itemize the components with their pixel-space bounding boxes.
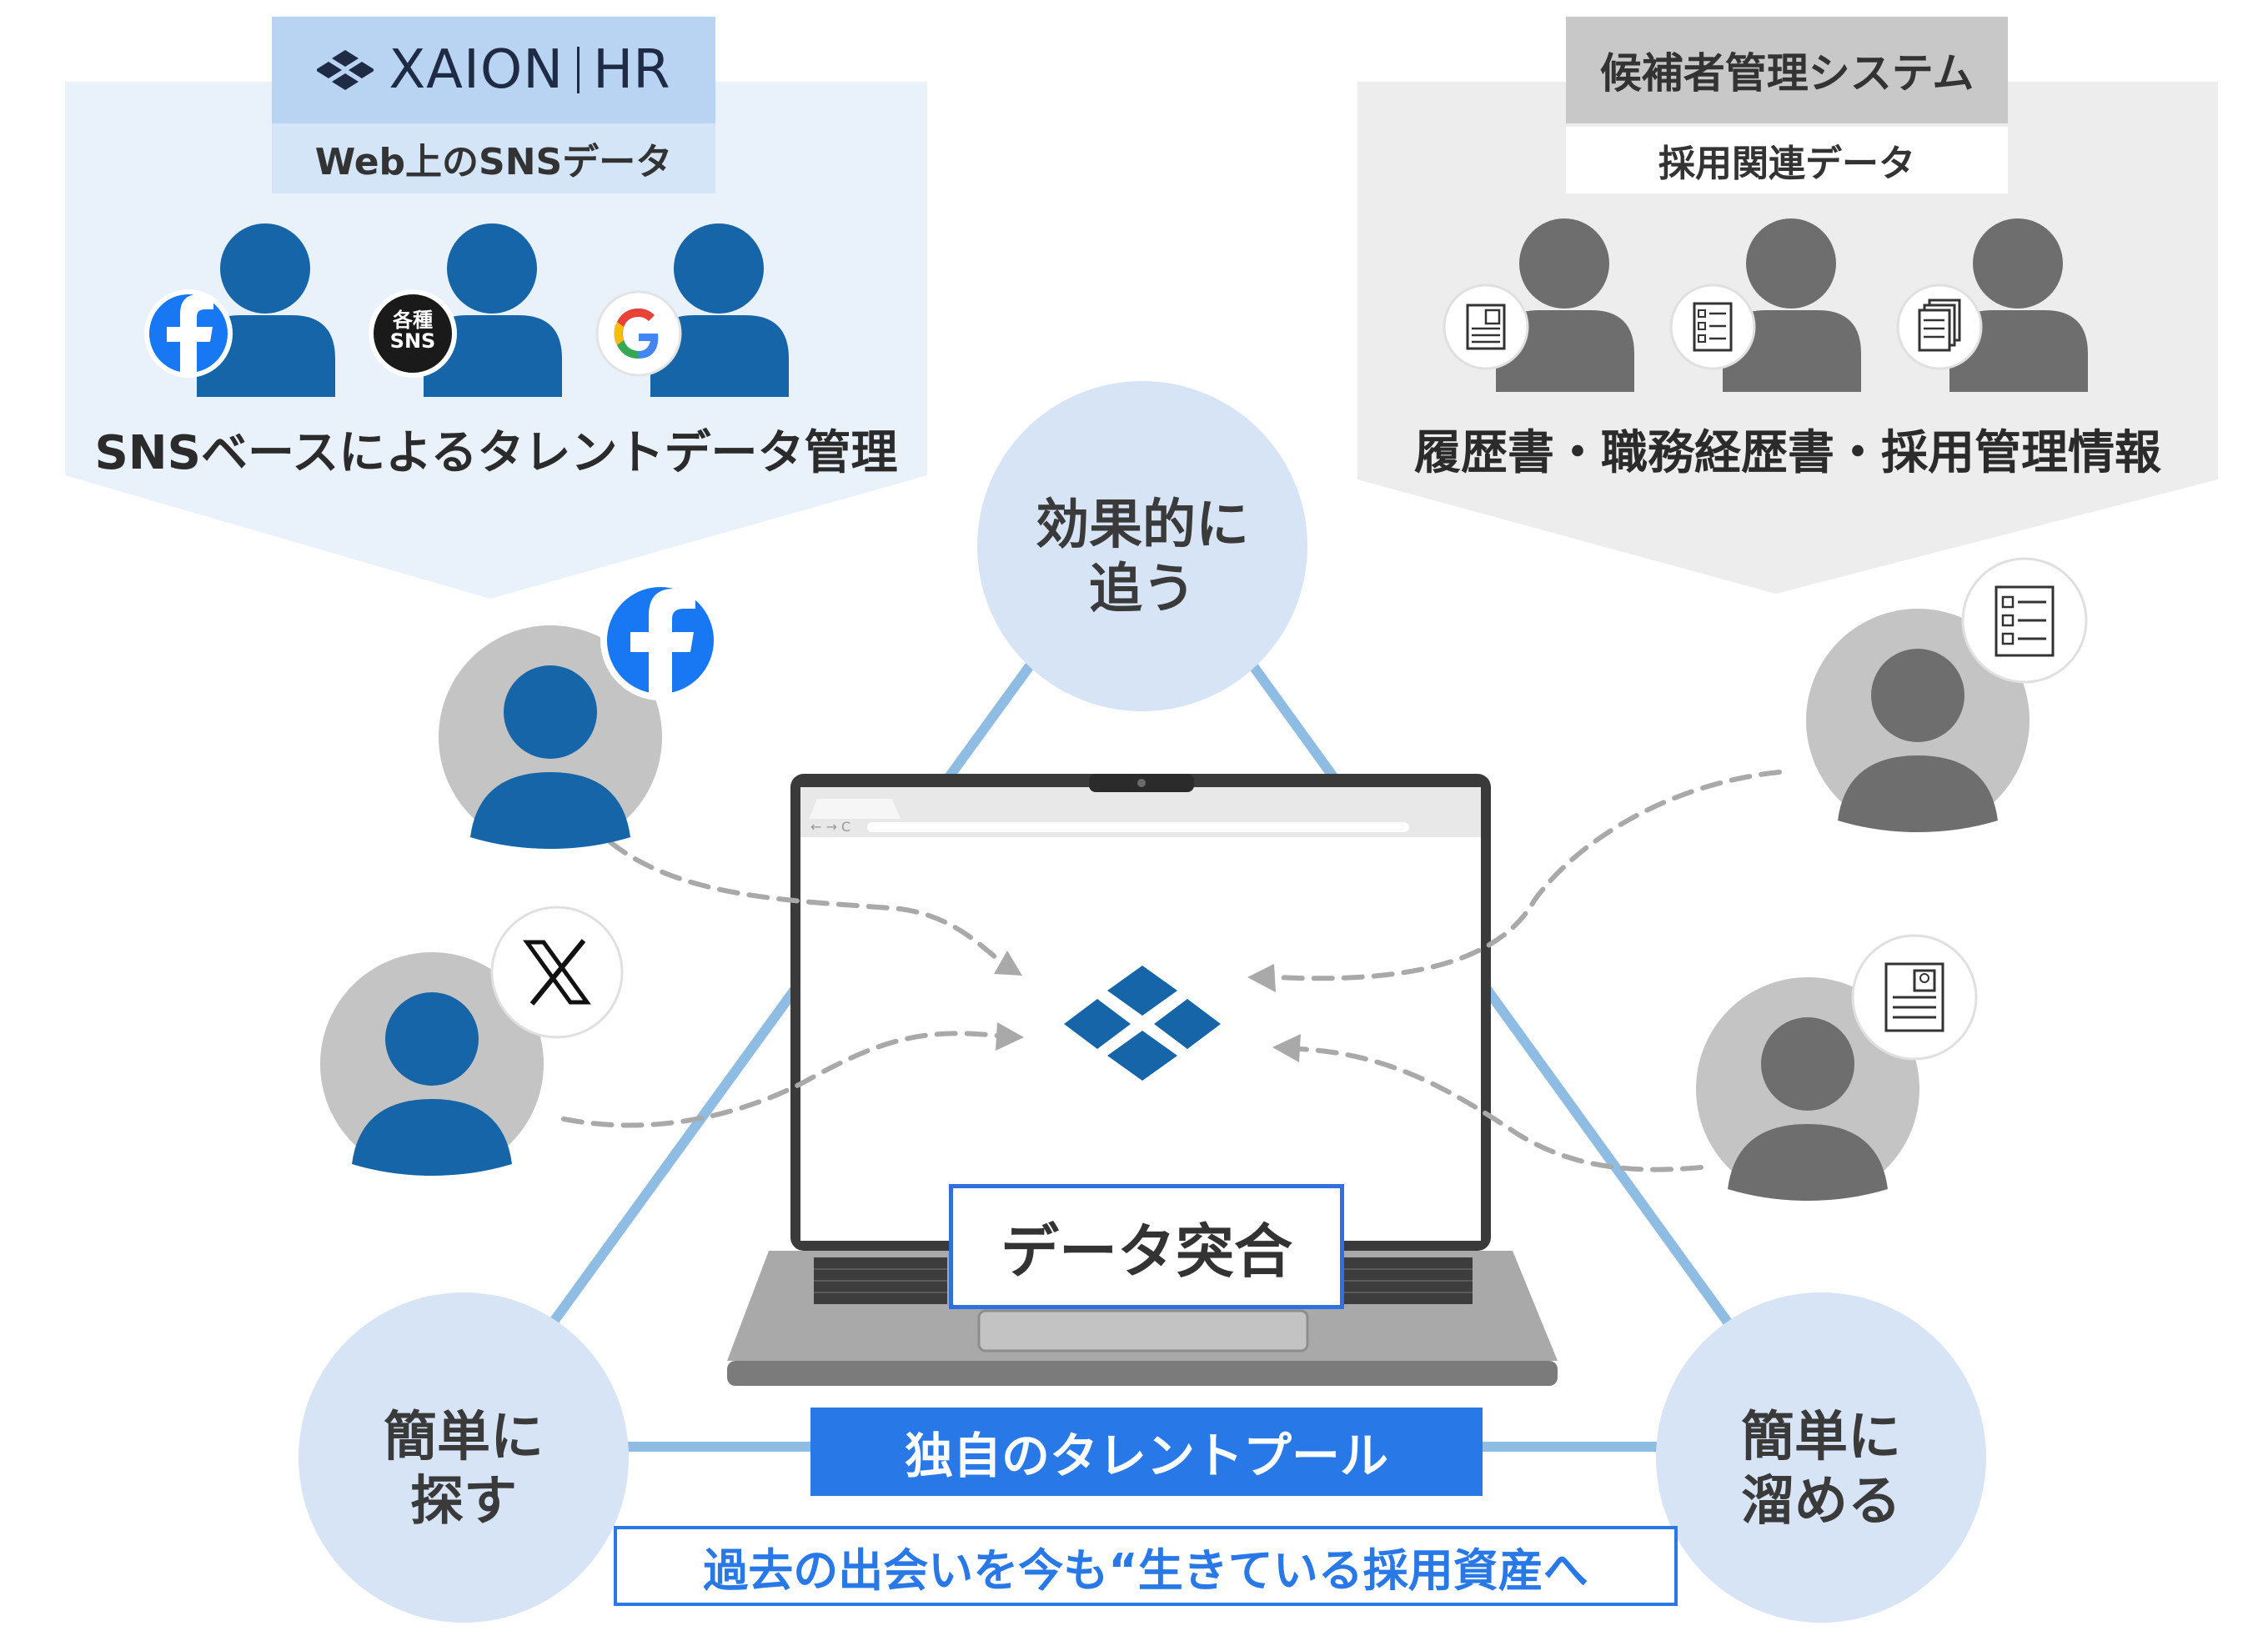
right-panel-tail bbox=[1357, 479, 2218, 594]
circle-top bbox=[977, 381, 1307, 711]
divider bbox=[577, 47, 580, 93]
circle-top-label: 効果的に 追う bbox=[977, 494, 1307, 622]
right-panel-caption: 履歴書・職務経歴書・採用管理情報 bbox=[1414, 426, 2161, 480]
various-sns-label-line2: SNS bbox=[389, 329, 436, 354]
avatar bbox=[439, 625, 662, 849]
checklist-icon bbox=[1961, 557, 2088, 684]
circle-right-label: 簡単に 溜める bbox=[1656, 1406, 1986, 1534]
dashed-arrows bbox=[561, 770, 1782, 1172]
right-panel-people bbox=[1496, 218, 2088, 392]
circle-left-line2: 探す bbox=[410, 1470, 517, 1533]
circle-right-line1: 簡単に bbox=[1741, 1407, 1901, 1468]
documents-icon bbox=[1896, 284, 1983, 370]
left-panel-subtitle: Web上のSNSデータ bbox=[272, 123, 715, 193]
circle-right bbox=[1656, 1292, 1986, 1623]
circle-left bbox=[299, 1292, 629, 1623]
arrow-heads bbox=[994, 951, 1301, 1062]
slogan: 過去の出会いを今も“生きている採用資産へ bbox=[614, 1526, 1678, 1606]
circle-left-label: 簡単に 探す bbox=[299, 1406, 629, 1534]
person-icon bbox=[424, 223, 562, 397]
checklist-icon bbox=[1669, 284, 1756, 370]
facebook-icon bbox=[600, 580, 720, 700]
circle-right-line2: 溜める bbox=[1741, 1470, 1901, 1533]
circle-top-line1: 効果的に bbox=[1036, 494, 1249, 556]
avatar bbox=[320, 952, 544, 1176]
person-icon bbox=[1949, 218, 2088, 392]
right-panel-subtitle: 採用関連データ bbox=[1566, 127, 2008, 193]
avatar bbox=[1806, 609, 2030, 832]
right-panel-title: 候補者管理システム bbox=[1566, 17, 2008, 123]
various-sns-icon bbox=[369, 289, 457, 378]
various-sns-label: 各種 SNS bbox=[382, 309, 444, 354]
xaion-hr-header: XAION HR bbox=[272, 17, 715, 123]
facebook-icon bbox=[144, 289, 233, 378]
xaion-logo-icon bbox=[1064, 966, 1221, 1081]
talent-pool-label: 独自のタレントプール bbox=[810, 1408, 1483, 1496]
circle-left-line1: 簡単に bbox=[384, 1407, 544, 1468]
google-icon bbox=[595, 290, 682, 377]
data-merge-label: データ突合 bbox=[949, 1184, 1344, 1309]
brand-suffix: HR bbox=[593, 39, 670, 101]
left-panel-caption: SNSベースによるタレントデータ管理 bbox=[94, 426, 898, 480]
x-icon bbox=[490, 906, 624, 1039]
person-icon bbox=[650, 223, 789, 397]
resume-icon bbox=[1851, 934, 1978, 1061]
brand-name: XAION bbox=[389, 39, 564, 101]
resume-icon bbox=[1443, 284, 1529, 370]
xaion-logo-icon bbox=[317, 50, 374, 90]
svg-text:← → C: ← → C bbox=[810, 819, 850, 835]
circle-top-line2: 追う bbox=[1089, 558, 1196, 620]
person-icon bbox=[1723, 218, 1861, 392]
various-sns-label-line1: 各種 bbox=[393, 309, 433, 332]
person-icon bbox=[1496, 218, 1634, 392]
